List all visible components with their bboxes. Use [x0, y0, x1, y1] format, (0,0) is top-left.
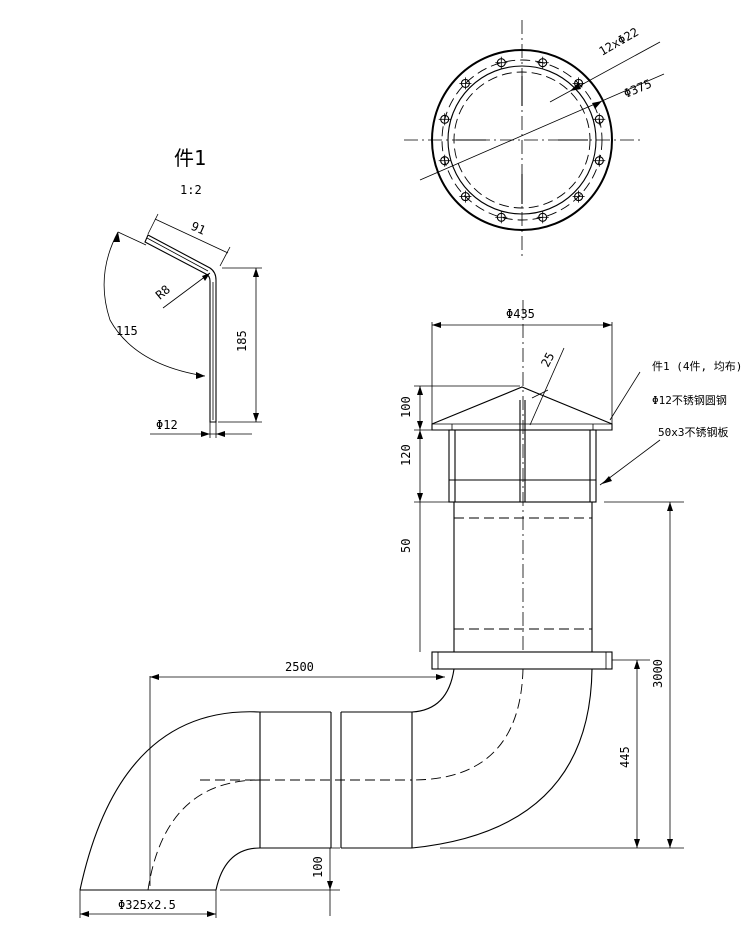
dim-h445: 445 — [618, 746, 632, 768]
pipe-flange — [431, 651, 613, 670]
dim-h120: 120 — [399, 444, 413, 466]
dim-len2500: 2500 — [285, 660, 314, 674]
detail-part1: 件1 1:2 91 R8 115 185 Φ12 — [103, 146, 262, 438]
rain-cap — [431, 386, 613, 431]
dim-h100: 100 — [399, 396, 413, 418]
dim-R8: R8 — [153, 282, 173, 302]
elevation-riser: Φ435 25 100 120 50 — [399, 300, 742, 849]
dim-h50: 50 — [399, 539, 413, 553]
dim-185: 185 — [235, 330, 249, 352]
label-bolt-circle: Φ375 — [622, 77, 654, 101]
dim-bottom100: 100 — [311, 856, 325, 878]
top-view-flange: 12xΦ22 Φ375 — [404, 20, 665, 260]
detail-scale: 1:2 — [180, 183, 202, 197]
bent-rod — [144, 234, 217, 423]
dim-115: 115 — [116, 324, 138, 338]
dim-slope: 25 — [538, 350, 557, 369]
detail-title: 件1 — [174, 146, 206, 170]
dim-91: 91 — [189, 219, 208, 238]
elevation-elbows: 2500 100 Φ325x2.5 — [79, 660, 593, 918]
bolt-holes — [438, 56, 606, 224]
dim-pipe-spec: Φ325x2.5 — [118, 898, 176, 912]
note-plate: 50x3不锈钢板 — [658, 425, 729, 439]
dim-d12: Φ12 — [156, 418, 178, 432]
dim-h3000: 3000 — [651, 659, 665, 688]
dim-cap-dia: Φ435 — [506, 307, 535, 321]
note-part1: 件1 (4件, 均布) — [652, 360, 742, 373]
label-holes: 12xΦ22 — [597, 25, 642, 59]
note-rod: Φ12不锈钢圆钢 — [652, 394, 727, 407]
